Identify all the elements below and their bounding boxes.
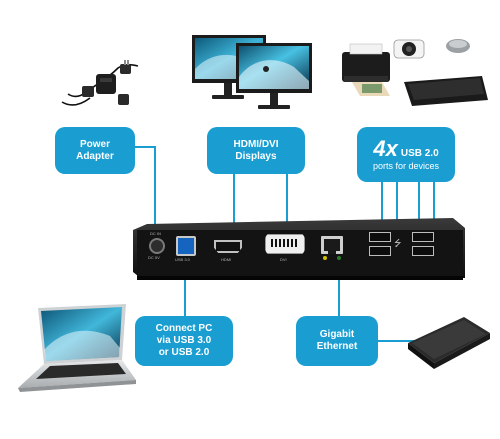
callout-power-line2: Adapter [76,150,114,162]
dc-label-top: DC IN [150,231,161,236]
usb2-port-1 [369,232,391,242]
lead-hdmi-left [233,173,235,225]
callout-hdmi-line1: HDMI/DVI [233,138,279,150]
callout-hdmi-dvi-displays: HDMI/DVI Displays [207,127,305,174]
callout-usb-ports: 4x USB 2.0 ports for devices [357,127,455,182]
laptop-illustration [18,304,136,392]
usb3-label: USB 3.0 [175,257,190,262]
callout-connect-line3: or USB 2.0 [158,347,210,358]
lead-usb-3 [418,182,420,232]
dvi-pins [271,239,297,247]
hdmi-label: HDMI [221,257,232,262]
usb-symbol-icon: ⭍ [394,238,402,248]
peripherals-illustration [342,39,488,106]
dc-power-jack [149,238,165,254]
external-hard-drive-illustration [408,317,490,369]
callout-hdmi-line2: Displays [235,150,277,162]
lead-power-v [154,146,156,234]
callout-connect-line1: Connect PC [155,323,213,334]
usb2-port-3 [412,232,434,242]
callout-power-adapter: Power Adapter [55,127,135,174]
lead-ethernet [338,255,340,317]
callout-gigabit-ethernet: Gigabit Ethernet [296,316,378,366]
usb2-port-2 [369,246,391,256]
usb3-upstream-port [176,236,196,256]
lead-usb-4 [433,182,435,232]
dual-monitors-illustration [192,35,312,109]
lead-dvi-right [286,173,288,233]
hdmi-port [214,240,242,253]
lead-usb-2 [396,182,398,232]
power-adapter-illustration [61,60,139,106]
dvi-label: DVI [280,257,287,262]
dc-label-bottom: DC 5V [148,255,160,260]
usb2-port-4 [412,246,434,256]
callout-connect-line2: via USB 3.0 [156,335,212,346]
callout-power-line1: Power [79,138,110,150]
callout-connect-pc: Connect PC via USB 3.0 or USB 2.0 [135,316,233,366]
lead-usb-1 [381,182,383,232]
lead-power-h [135,146,155,148]
callout-usb-type: USB 2.0 [400,147,439,159]
callout-ethernet-line1: Gigabit [319,329,355,340]
callout-usb-desc: ports for devices [372,160,440,171]
callout-ethernet-line2: Ethernet [316,341,358,352]
lead-ethernet-h [377,340,425,342]
lead-connect-pc [184,258,186,318]
callout-usb-count: 4x [373,135,398,161]
